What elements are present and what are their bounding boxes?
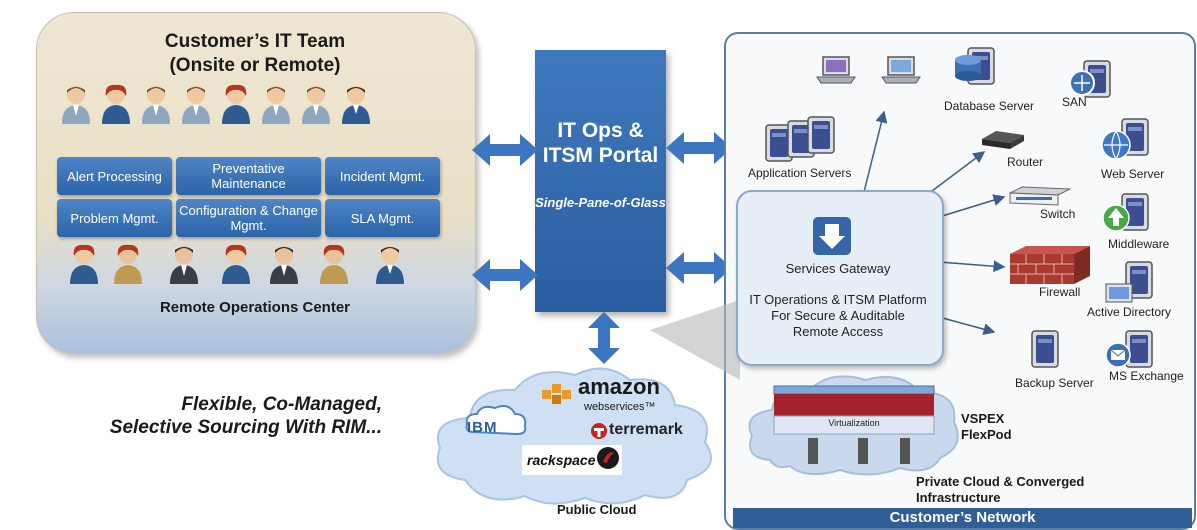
virtualization-label: Virtualization <box>828 418 880 428</box>
active-directory-label: Active Directory <box>1087 305 1172 319</box>
download-arrow-icon <box>813 217 851 255</box>
web-server-icon <box>1101 118 1149 160</box>
arrow-team-portal-top <box>472 134 538 166</box>
services-gateway-label: Services Gateway <box>785 261 891 276</box>
laptop-icon <box>816 56 856 84</box>
private-cloud-label: Private Cloud & Converged Infrastructure <box>916 474 1085 505</box>
task-sla-mgmt: SLA Mgmt. <box>325 199 440 237</box>
laptop-icon <box>881 56 921 84</box>
slogan-line1: Flexible, Co-Managed, <box>181 394 382 415</box>
task-preventative-maintenance: Preventative Maintenance <box>176 157 321 195</box>
portal-title: IT Ops & ITSM Portal <box>542 119 659 167</box>
remote-operations-center-label: Remote Operations Center <box>159 299 351 316</box>
vspex-flexpod-label: VSPEX FlexPod <box>961 411 1012 442</box>
middleware-icon <box>1102 193 1149 232</box>
customer-network-footer: Customer’s Network <box>733 508 1192 528</box>
it-team-title: Customer’s IT Team (Onsite or Remote) <box>36 30 474 78</box>
amazon-cubes-icon <box>542 384 571 404</box>
middleware-label: Middleware <box>1108 237 1170 251</box>
ms-exchange-label: MS Exchange <box>1109 369 1184 383</box>
amazon-sub-label: webservices™ <box>584 401 656 413</box>
firewall-icon <box>1010 246 1090 284</box>
switch-icon <box>1009 186 1071 206</box>
it-team-title-line1: Customer’s IT Team <box>164 31 346 52</box>
task-configuration-change-mgmt: Configuration & Change Mgmt. <box>176 199 321 237</box>
web-server-label: Web Server <box>1101 167 1165 181</box>
switch-label: Switch <box>1040 207 1076 221</box>
task-problem-mgmt: Problem Mgmt. <box>57 199 172 237</box>
san-icon <box>1069 60 1111 98</box>
database-server-icon <box>955 47 995 85</box>
arrow-portal-cloud <box>588 312 620 364</box>
bottom-people-row <box>70 244 404 284</box>
firewall-label: Firewall <box>1039 285 1081 299</box>
gateway-shadow <box>650 300 740 380</box>
ms-exchange-icon <box>1105 330 1153 368</box>
slogan-line2: Selective Sourcing With RIM... <box>109 417 382 438</box>
task-alert-processing: Alert Processing <box>57 157 172 195</box>
it-team-title-line2: (Onsite or Remote) <box>169 55 341 76</box>
network-connectors <box>863 110 1006 336</box>
arrow-portal-network-top <box>666 132 732 164</box>
amazon-label: amazon <box>578 374 660 399</box>
itsm-portal <box>535 50 666 312</box>
services-gateway-description: IT Operations & ITSM Platform For Secure… <box>749 292 927 339</box>
top-people-row <box>62 84 370 124</box>
san-label: SAN <box>1062 95 1087 109</box>
active-directory-icon <box>1105 261 1153 303</box>
ibm-logo <box>465 405 527 436</box>
ibm-label: IBM <box>467 419 498 436</box>
portal-subtitle: Single-Pane-of-Glass <box>535 195 666 210</box>
router-label: Router <box>1007 155 1044 169</box>
backup-server-label: Backup Server <box>1015 376 1094 390</box>
database-server-label: Database Server <box>944 99 1035 113</box>
application-servers-icon <box>765 116 835 162</box>
public-cloud-label: Public Cloud <box>557 502 637 517</box>
rackspace-label: rackspace <box>527 452 596 468</box>
rackspace-icon <box>597 447 619 469</box>
terremark-label: terremark <box>609 421 683 438</box>
terremark-icon <box>591 423 607 439</box>
task-incident-mgmt: Incident Mgmt. <box>325 157 440 195</box>
arrow-portal-network-bottom <box>666 252 732 284</box>
vspex-rack-icon <box>773 385 935 464</box>
backup-server-icon <box>1031 330 1059 368</box>
router-icon <box>982 131 1024 149</box>
application-servers-label: Application Servers <box>748 166 852 180</box>
slogan: Flexible, Co-Managed, Selective Sourcing… <box>0 393 382 439</box>
arrow-team-portal-bottom <box>472 259 538 291</box>
